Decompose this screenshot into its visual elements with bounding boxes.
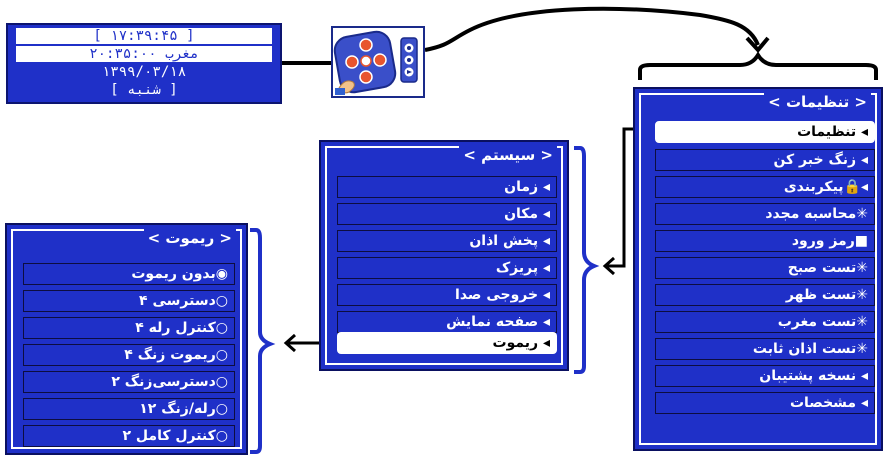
settings-brace (638, 51, 878, 80)
option-no-remote[interactable]: ◉بدون ریموت (23, 263, 235, 285)
menu-item-test-noon[interactable]: ✳تست ظهر (655, 284, 875, 306)
remote-control-image (331, 26, 425, 98)
menu-item-specs[interactable]: ◂ مشخصات (655, 392, 875, 414)
remote-settings-curve (424, 6, 760, 52)
option-access-4[interactable]: ○دسترسی ۴ (23, 290, 235, 312)
option-access-bell-2[interactable]: ○دسترسی‌زنگ ۲ (23, 371, 235, 393)
menu-item-backup[interactable]: ◂ نسخه پشتیبان (655, 365, 875, 387)
menu-item-test-fixed-azan[interactable]: ✳تست اذان ثابت (655, 338, 875, 360)
menu-item-location[interactable]: ◂ مکان (337, 203, 557, 225)
system-brace (574, 146, 600, 374)
settings-menu-title: < تنظیمات > (764, 93, 871, 111)
remote-menu-title: < ریموت > (143, 229, 236, 247)
option-relay-control-4[interactable]: ○کنترل رله ۴ (23, 317, 235, 339)
remote-brace (250, 228, 276, 454)
option-relay-bell-12[interactable]: ○رله/زنگ ۱۲ (23, 398, 235, 420)
menu-item-azan-play[interactable]: ◂ پخش اذان (337, 230, 557, 252)
remote-settings-arrowhead (745, 36, 770, 54)
menu-item-alarm-clock[interactable]: ◂ زنگ خبر کن (655, 149, 875, 171)
lcd-prayer-time: ۲۰:۳۵:۰۰ مغرب (16, 46, 272, 62)
menu-item-test-morning[interactable]: ✳تست صبح (655, 257, 875, 279)
remote-menu-panel: < ریموت > ◉بدون ریموت ○دسترسی ۴ ○کنترل ر… (5, 223, 248, 455)
menu-item-time[interactable]: ◂ زمان (337, 176, 557, 198)
menu-item-test-evening[interactable]: ✳تست مغرب (655, 311, 875, 333)
system-menu-title: < سیستم > (459, 146, 557, 164)
system-menu-panel: < سیستم > ◂ زمان ◂ مکان ◂ پخش اذان ◂ پری… (319, 140, 569, 371)
menu-item-settings[interactable]: ◂ تنظیمات (655, 121, 875, 143)
menu-item-socket[interactable]: ◂ پریزک (337, 257, 557, 279)
menu-item-audio-output[interactable]: ◂ خروجی صدا (337, 284, 557, 306)
menu-item-password[interactable]: ■رمز ورود (655, 230, 875, 252)
option-full-control-2[interactable]: ○کنترل کامل ۲ (23, 425, 235, 447)
menu-item-recalculate[interactable]: ✳محاسبه مجدد (655, 203, 875, 225)
option-remote-bell-4[interactable]: ○ریموت زنگ ۴ (23, 344, 235, 366)
menu-item-display[interactable]: ◂ صفحه نمایش (337, 311, 557, 333)
lcd-weekday: [ شنبه ] (110, 82, 178, 98)
lcd-time: [ ۱۷:۳۹:۴۵ ] (16, 28, 272, 44)
menu-item-remote[interactable]: ◂ ریموت (337, 332, 557, 354)
settings-menu-panel: < تنظیمات > ◂ تنظیمات ◂ زنگ خبر کن ◂🔒پیک… (633, 87, 883, 451)
settings-system-arrowhead (602, 256, 615, 276)
remote-keypad-icon (333, 30, 418, 95)
lcd-display: [ ۱۷:۳۹:۴۵ ] ۲۰:۳۵:۰۰ مغرب ۱۳۹۹/۰۳/۱۸ [ … (6, 23, 282, 104)
system-remote-arrowhead (283, 333, 296, 353)
menu-item-configuration[interactable]: ◂🔒پیکربندی (655, 176, 875, 198)
lcd-date: ۱۳۹۹/۰۳/۱۸ (101, 64, 187, 80)
